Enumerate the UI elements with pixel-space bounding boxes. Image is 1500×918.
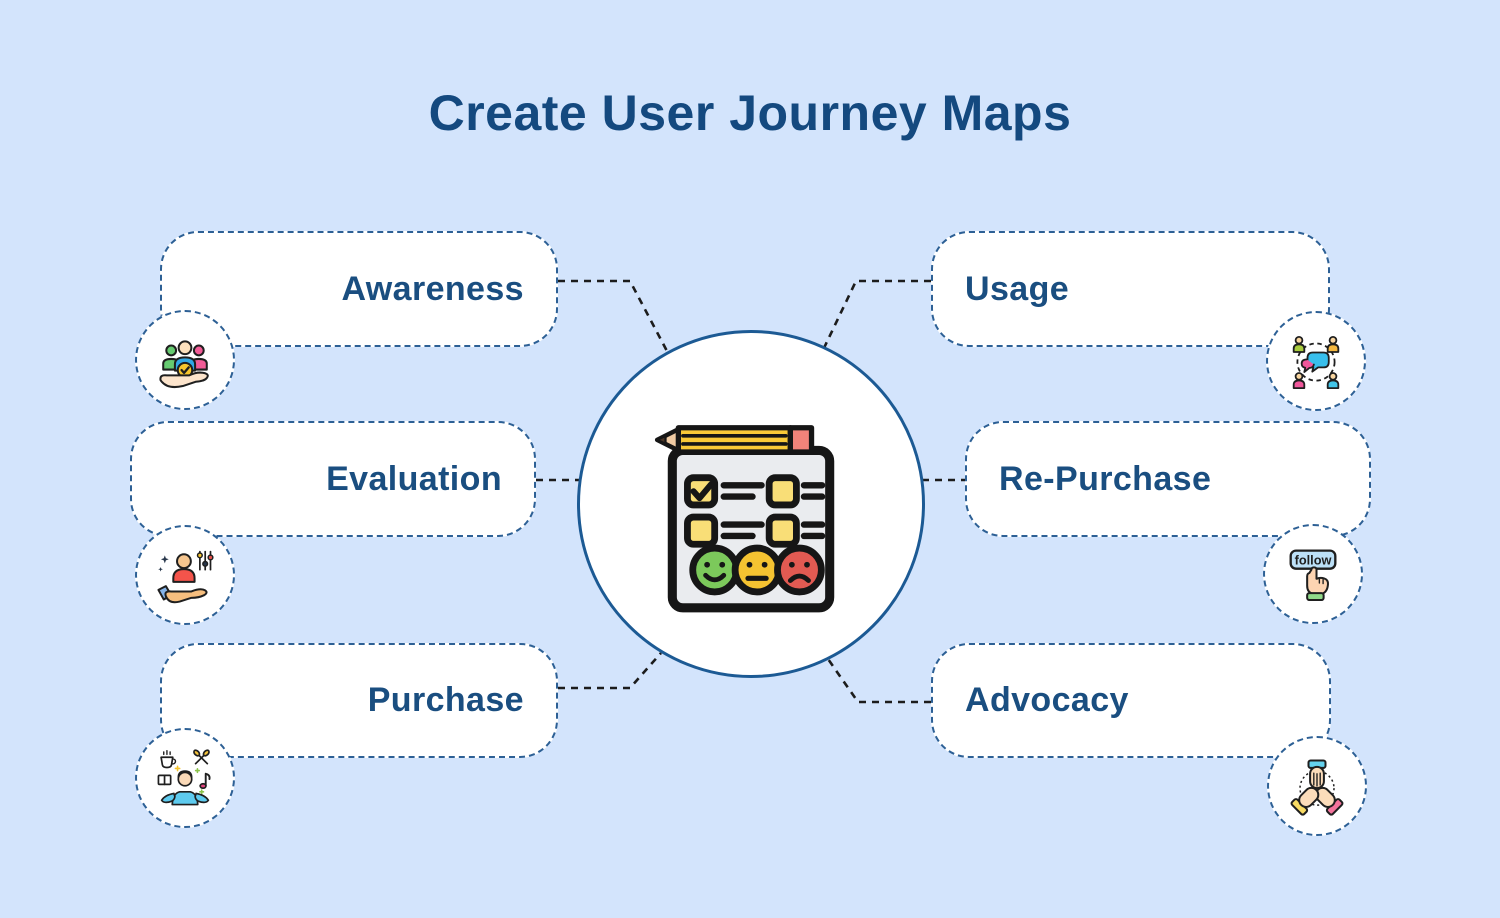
follow-button-click-icon: follow [1289, 549, 1337, 602]
stage-box-repurchase: Re-Purchase [965, 421, 1371, 537]
stage-label-advocacy: Advocacy [965, 681, 1129, 719]
awareness-icon-circle [135, 310, 235, 410]
stage-box-advocacy: Advocacy [931, 643, 1331, 758]
advocacy-icon-circle [1267, 736, 1367, 836]
purchase-icon-circle [135, 728, 235, 828]
stage-label-evaluation: Evaluation [326, 459, 502, 498]
stage-label-purchase: Purchase [367, 681, 524, 719]
stage-label-awareness: Awareness [341, 269, 524, 308]
usage-icon-circle [1266, 311, 1366, 411]
stage-box-purchase: Purchase [160, 643, 558, 758]
advocacy-connector [826, 658, 931, 704]
hands-stacked-teamwork-icon [1290, 759, 1344, 816]
central-circle [577, 330, 925, 678]
survey-feedback-checklist-icon [654, 424, 835, 612]
purchase-connector [558, 652, 662, 690]
awareness-connector [558, 279, 670, 354]
stage-box-awareness: Awareness [160, 231, 558, 347]
person-interests-icon [157, 749, 211, 806]
stage-label-usage: Usage [965, 269, 1070, 308]
follow-button-text: follow [1295, 552, 1332, 567]
people-chat-network-icon [1292, 335, 1340, 389]
page-title: Create User Journey Maps [428, 85, 1072, 141]
people-in-hand-icon [159, 340, 209, 389]
usage-connector [822, 279, 931, 349]
person-in-hand-sliders-icon [157, 550, 214, 604]
evaluation-icon-circle [135, 525, 235, 625]
stage-box-usage: Usage [931, 231, 1330, 347]
stage-label-repurchase: Re-Purchase [999, 459, 1212, 498]
stage-box-evaluation: Evaluation [130, 421, 536, 537]
repurchase-icon-circle: follow [1263, 524, 1363, 624]
